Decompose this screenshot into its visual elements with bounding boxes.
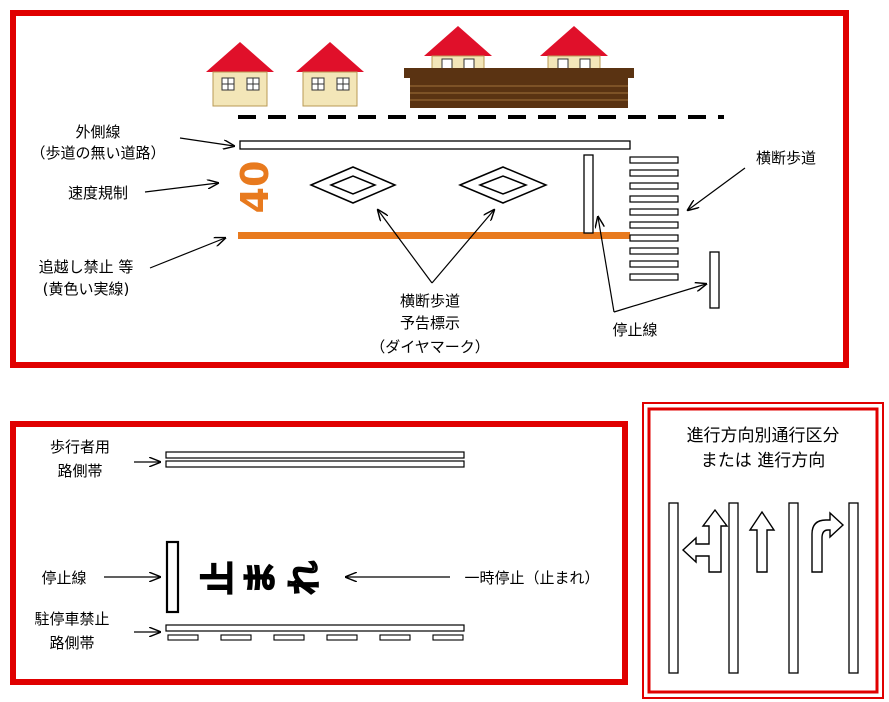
outer-line-label: 外側線 (75, 123, 120, 141)
no-passing-line (238, 232, 630, 239)
house-icon (424, 26, 492, 75)
pointer-arrow (378, 210, 433, 284)
stop-line-mark (709, 251, 720, 309)
house-icon (296, 42, 364, 107)
svg-text:止: 止 (199, 561, 239, 595)
straight-left-arrow-icon (681, 508, 729, 573)
house-icon (206, 42, 274, 107)
stop-line-label: 停止線 (41, 569, 86, 587)
bottom-left-panel-frame (10, 421, 628, 685)
no-passing-label: 追越し禁止 等 (39, 258, 134, 276)
diamond-mark (309, 166, 397, 204)
pointer-arrow (688, 167, 746, 210)
no-parking-strip-label: 駐停車禁止 (34, 610, 109, 628)
crosswalk-mark (629, 156, 679, 281)
stop-line-mark (583, 154, 594, 234)
no-passing-sublabel: (黄色い実線) (43, 280, 130, 298)
bottom-right-panel-frame-outer (642, 402, 884, 699)
pointer-arrow (144, 183, 218, 193)
crosswalk-notice-label: 横断歩道 (400, 292, 460, 310)
bottom-right-panel-frame-inner (647, 407, 879, 694)
house-icon (540, 26, 608, 75)
pedestrian-strip-sublabel: 路側帯 (57, 462, 102, 480)
top-panel-frame (10, 10, 849, 368)
pointer-arrow (179, 137, 234, 146)
stop-mark-label: 一時停止（止まれ） (464, 569, 599, 587)
pointer-arrow (598, 217, 615, 313)
lane-line (788, 502, 799, 674)
speed-limit-label: 速度規制 (68, 184, 128, 202)
crosswalk-label: 横断歩道 (756, 149, 816, 167)
brick-wall-icon (404, 68, 634, 108)
top-panel: 40 外側線 （ (10, 10, 849, 368)
stop-mark-char: れ (284, 560, 326, 596)
svg-text:れ: れ (285, 561, 325, 595)
no-parking-strip-mark (165, 624, 465, 632)
lane-line (728, 502, 739, 674)
lane-line (848, 502, 859, 674)
speed-limit-mark: 40 (233, 161, 277, 214)
right-turn-arrow-icon (811, 511, 845, 573)
crosswalk-notice-label-2: 予告標示 (400, 314, 460, 332)
pedestrian-strip-mark (165, 460, 465, 468)
svg-text:ま: ま (241, 561, 281, 595)
pointer-arrow (149, 238, 225, 269)
stop-mark-char: 止 (198, 560, 240, 596)
straight-arrow-icon (748, 510, 776, 573)
outer-line-mark (239, 140, 631, 150)
svg-text:40: 40 (233, 161, 277, 214)
pedestrian-strip-label: 歩行者用 (50, 438, 110, 456)
outer-line-sublabel: （歩道の無い道路） (30, 144, 165, 162)
crosswalk-notice-label-3: （ダイヤマーク） (370, 338, 490, 356)
diamond-mark (458, 166, 548, 204)
stop-line-mark (165, 540, 180, 614)
pointer-arrow (613, 284, 706, 313)
lane-line (668, 502, 679, 674)
stop-line-label: 停止線 (612, 321, 657, 339)
bottom-left-panel: 止 ま れ 歩行者用 路側帯 停止線 一時停止（止まれ） 駐停車禁止 路側帯 (10, 421, 628, 685)
bottom-right-panel: 進行方向別通行区分 または 進行方向 (642, 402, 884, 699)
no-parking-strip-sublabel: 路側帯 (49, 634, 94, 652)
direction-title-line2: または 進行方向 (701, 451, 825, 471)
direction-title-line1: 進行方向別通行区分 (687, 426, 840, 446)
pointer-arrow (431, 210, 494, 284)
stop-mark-char: ま (240, 560, 282, 596)
pedestrian-strip-mark (165, 451, 465, 459)
no-parking-strip-dashes (167, 634, 464, 641)
